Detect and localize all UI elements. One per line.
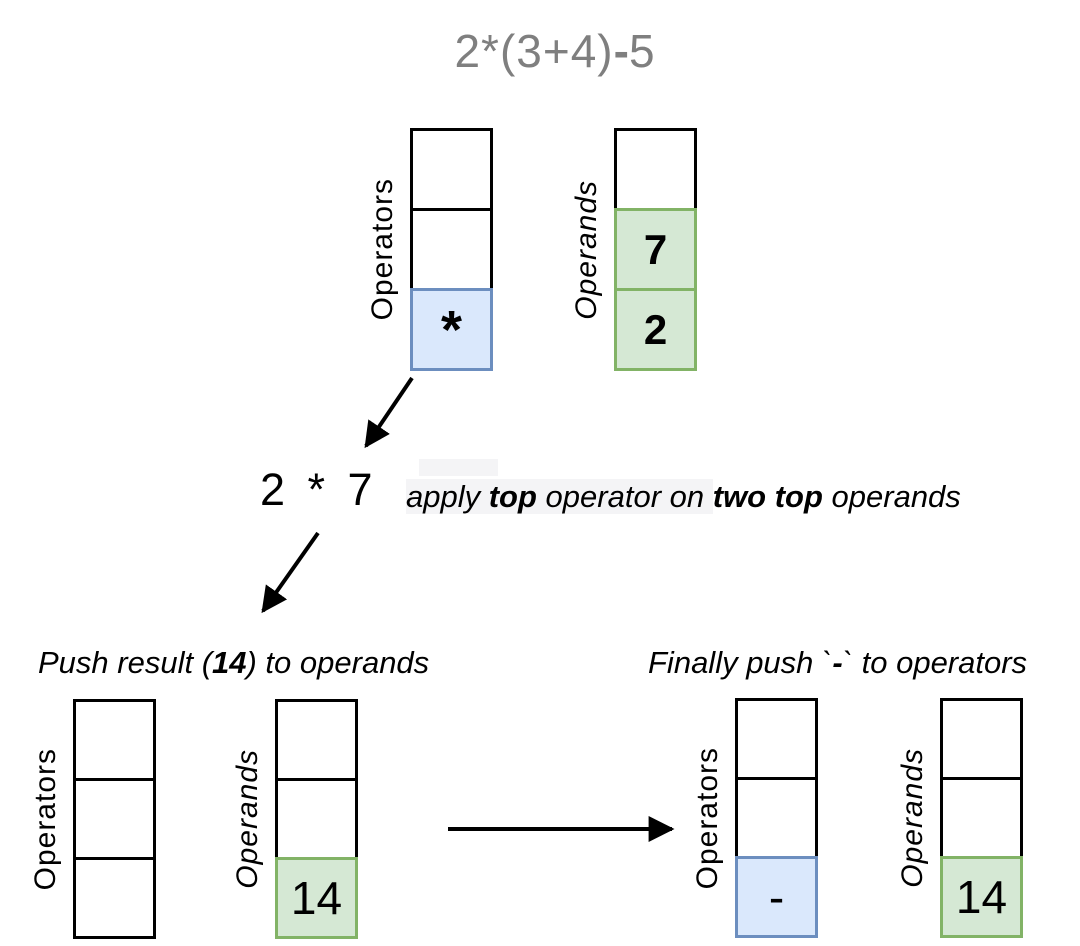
operators-label: Operators — [366, 178, 399, 321]
push-result-caption: Push result (14) to operands — [38, 645, 429, 681]
caption-part-bold: two top — [712, 479, 823, 514]
caption-part-bold: 14 — [212, 645, 247, 680]
title-minus: - — [613, 25, 629, 77]
stack-cell-empty — [73, 778, 156, 860]
stack: * — [410, 128, 493, 371]
stack-cell-operand: 14 — [940, 856, 1023, 938]
caption-part: Finally push ` — [648, 645, 833, 680]
title-prefix: 2*(3+4) — [454, 25, 614, 77]
stage2-operators-stack: Operators — [29, 699, 156, 939]
operator-value: - — [768, 871, 785, 923]
intermediate-expression: 2 * 7 — [260, 464, 378, 515]
stage2-operands-stack: Operands 14 — [231, 699, 358, 939]
title-suffix: 5 — [628, 25, 656, 77]
stack: 14 — [940, 698, 1023, 938]
stack-cell-empty — [614, 128, 697, 211]
stack — [73, 699, 156, 939]
operand-value: 2 — [643, 305, 668, 353]
stack-cell-empty — [735, 777, 818, 859]
stage1-operators-stack: Operators * — [366, 128, 493, 371]
stack-cell-empty — [410, 128, 493, 211]
operands-label: Operands — [896, 748, 929, 888]
caption-part: ) to operands — [246, 645, 430, 680]
operand-value: 7 — [643, 225, 668, 273]
operands-label: Operands — [570, 179, 603, 320]
stack: 7 2 — [614, 128, 697, 371]
stack-cell-operator: * — [410, 288, 493, 371]
stage3-operators-stack: Operators - — [691, 698, 818, 938]
operators-label: Operators — [29, 747, 62, 891]
apply-caption: apply top operator on two top operands — [406, 479, 961, 515]
caption-part: operands — [822, 479, 961, 514]
stack-cell-empty — [410, 208, 493, 291]
operands-label: Operands — [231, 749, 264, 889]
stack-cell-empty — [940, 698, 1023, 780]
stack-cell-operand: 14 — [275, 857, 358, 939]
operand-value: 14 — [955, 871, 1008, 923]
stack: 14 — [275, 699, 358, 939]
arrow-pop-operator — [364, 376, 414, 449]
stack-cell-empty — [73, 857, 156, 939]
caption-part-bold: - — [832, 645, 843, 680]
stack-cell-empty — [940, 777, 1023, 859]
caption-part-bold: top — [488, 479, 537, 514]
stack: - — [735, 698, 818, 938]
highlight-artifact — [419, 459, 498, 476]
operand-value: 14 — [290, 872, 343, 924]
stack-cell-empty — [275, 778, 358, 860]
caption-part: operator on — [536, 479, 713, 514]
caption-part: Push result ( — [38, 645, 213, 680]
stack-cell-empty — [73, 699, 156, 781]
stack-cell-operand: 7 — [614, 208, 697, 291]
arrow-to-push-result — [261, 531, 320, 614]
stack-cell-empty — [275, 699, 358, 781]
caption-part: apply — [406, 479, 489, 514]
operator-value: * — [440, 299, 462, 360]
operators-label: Operators — [691, 746, 724, 890]
caption-part: ` to operators — [842, 645, 1028, 680]
stack-cell-operand: 2 — [614, 288, 697, 371]
stage1-operands-stack: Operands 7 2 — [570, 128, 697, 371]
stage3-operands-stack: Operands 14 — [896, 698, 1023, 938]
finally-push-caption: Finally push `-` to operators — [648, 645, 1027, 681]
stack-cell-operator: - — [735, 856, 818, 938]
stack-cell-empty — [735, 698, 818, 780]
expression-title: 2*(3+4)-5 — [30, 24, 1080, 78]
